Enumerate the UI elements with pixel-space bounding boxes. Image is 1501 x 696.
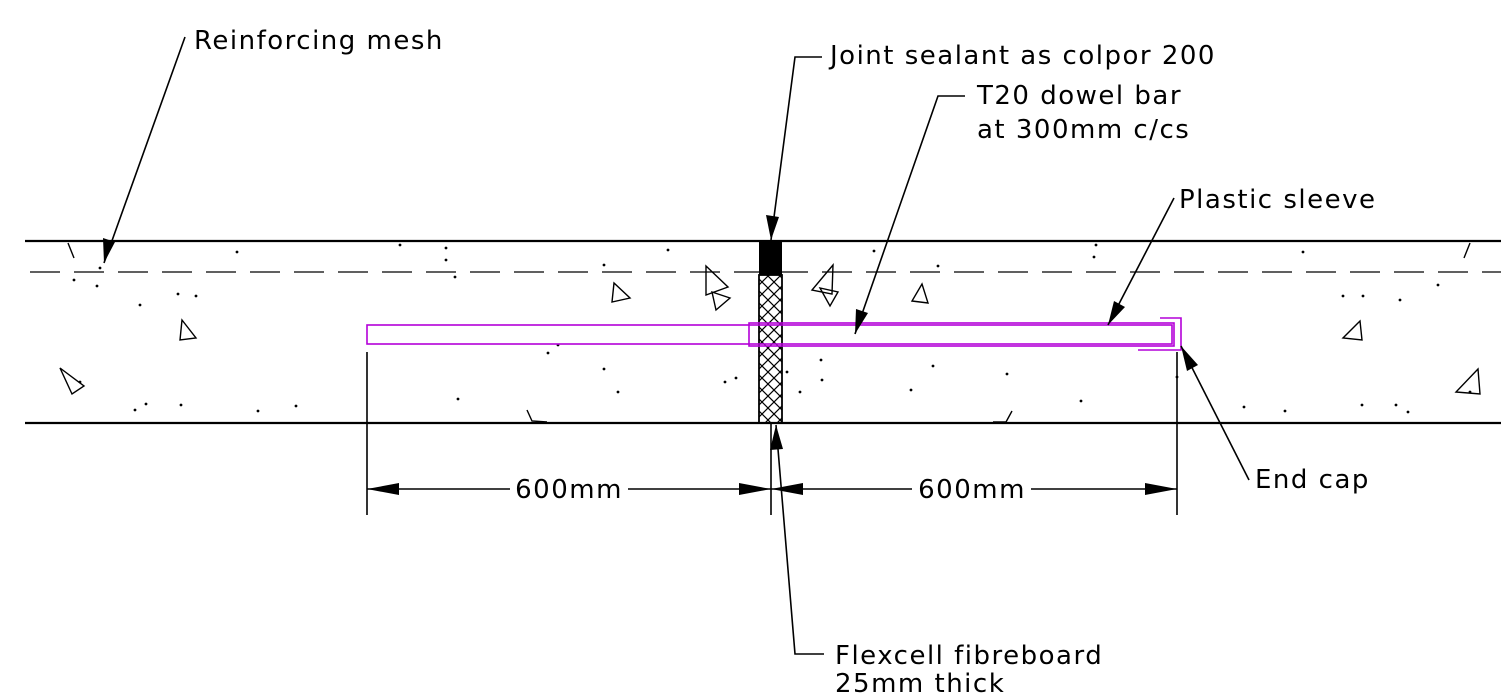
label-fibreboard-line2: 25mm thick — [835, 669, 1005, 696]
dimension-left-label: 600mm — [515, 475, 623, 505]
label-fibreboard-line1: Flexcell fibreboard — [835, 641, 1103, 671]
label-joint-sealant: Joint sealant as colpor 200 — [828, 41, 1216, 71]
leader-reinforcing-mesh — [103, 36, 186, 264]
label-reinforcing-mesh: Reinforcing mesh — [194, 26, 444, 56]
dowel-bar — [366, 324, 1173, 345]
dimension-left: 600mm — [367, 475, 771, 505]
leader-plastic-sleeve — [1107, 197, 1175, 326]
leader-joint-sealant — [766, 56, 822, 241]
concrete-speckle — [72, 243, 1472, 414]
dimension-right-label: 600mm — [918, 475, 1026, 505]
leader-end-cap — [1180, 345, 1250, 481]
leader-dowel-bar — [854, 95, 965, 335]
dimension-right: 600mm — [771, 475, 1177, 505]
plastic-sleeve — [748, 322, 1175, 347]
label-dowel-bar-line1: T20 dowel bar — [976, 81, 1182, 111]
label-plastic-sleeve: Plastic sleeve — [1179, 185, 1377, 215]
leader-fibreboard — [770, 424, 824, 655]
fibreboard-filler — [758, 274, 783, 424]
end-cap — [1138, 317, 1182, 351]
label-dowel-bar-line2: at 300mm c/cs — [977, 115, 1190, 145]
label-end-cap: End cap — [1255, 465, 1370, 495]
joint-sealant — [759, 241, 782, 275]
concrete-aggregate — [59, 242, 1481, 423]
